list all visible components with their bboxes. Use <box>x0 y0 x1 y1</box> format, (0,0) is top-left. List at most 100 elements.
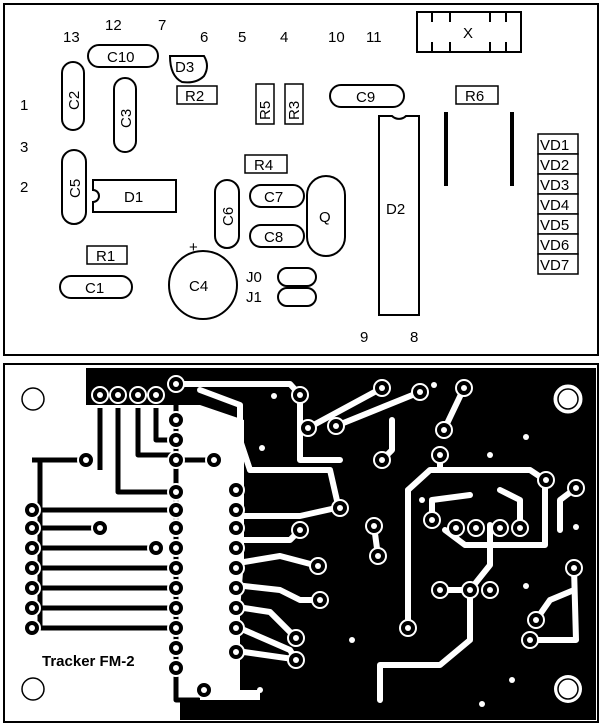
pad-drill-hole <box>497 525 503 531</box>
pad-drill-hole <box>437 452 443 458</box>
d3-outline <box>168 55 208 84</box>
r3-outline <box>284 83 304 125</box>
r6-label: R6 <box>465 88 484 105</box>
pad-drill-hole <box>173 645 179 651</box>
pin-label-2: 2 <box>20 179 28 196</box>
pad-drill-hole <box>233 649 239 655</box>
pad-drill-hole <box>29 585 35 591</box>
pad-drill-hole <box>173 585 179 591</box>
pad-drill-hole <box>173 545 179 551</box>
pin-label-13: 13 <box>63 29 80 46</box>
pad-drill-hole <box>461 385 467 391</box>
pad-drill-hole <box>233 507 239 513</box>
pad-drill-hole <box>29 545 35 551</box>
vd-label-2: VD2 <box>540 157 569 174</box>
c9-outline <box>329 84 405 108</box>
pad-drill-hole <box>233 625 239 631</box>
via-group <box>257 382 579 707</box>
pin-label-10: 10 <box>328 29 345 46</box>
r5-label: R5 <box>257 101 274 120</box>
pad-drill-hole <box>473 525 479 531</box>
pad-drill-hole <box>115 392 121 398</box>
r6-outline <box>455 85 499 105</box>
c1-outline <box>59 275 133 299</box>
pad-drill-hole <box>135 392 141 398</box>
pad-drill-hole <box>29 507 35 513</box>
ground-pour-bottom <box>180 700 380 720</box>
c8-outline <box>249 224 305 248</box>
c7-label: C7 <box>264 189 283 206</box>
d2-label: D2 <box>386 201 405 218</box>
pin-label-4: 4 <box>280 29 288 46</box>
pad-drill-hole <box>29 525 35 531</box>
c5-outline <box>61 149 87 225</box>
c8-label: C8 <box>264 229 283 246</box>
r4-outline <box>244 154 288 174</box>
pad-drill-hole <box>337 505 343 511</box>
pad-drill-hole <box>517 525 523 531</box>
r4-label: R4 <box>254 157 273 174</box>
board-title: Tracker FM-2 <box>42 653 135 670</box>
vd-label-7: VD7 <box>540 257 569 274</box>
pad-drill-hole <box>233 585 239 591</box>
pad-drill-hole <box>293 657 299 663</box>
pad-drill-hole <box>173 625 179 631</box>
pad-drill-hole <box>333 423 339 429</box>
pad-drill-hole <box>153 392 159 398</box>
pad-drill-hole <box>97 525 103 531</box>
r5-outline <box>255 83 275 125</box>
pad-drill-hole <box>533 617 539 623</box>
crystal-x <box>416 11 522 53</box>
pad-drill-hole <box>527 637 533 643</box>
pad-drill-hole <box>379 385 385 391</box>
j0-label: J0 <box>246 269 262 286</box>
pad-drill-hole <box>173 457 179 463</box>
pad-drill-hole <box>233 487 239 493</box>
j1-pad <box>277 287 317 307</box>
copper-layout-panel: Tracker FM-2 <box>3 363 599 723</box>
pad-drill-hole <box>487 587 493 593</box>
vd-box-7 <box>537 253 579 275</box>
pad-drill-hole <box>29 625 35 631</box>
pad-drill-hole <box>153 545 159 551</box>
pad-drill-hole <box>317 597 323 603</box>
pad-drill-hole <box>201 687 207 693</box>
r2-label: R2 <box>185 88 204 105</box>
pad-drill-hole <box>233 605 239 611</box>
pad-drill-hole <box>173 381 179 387</box>
c1-label: C1 <box>85 280 104 297</box>
pad-drill-hole <box>417 389 423 395</box>
component-layout-panel: 13 12 7 6 5 4 10 11 1 3 2 9 8 X C10 D3 C… <box>3 3 599 356</box>
vd-label-3: VD3 <box>540 177 569 194</box>
pin-label-3: 3 <box>20 139 28 156</box>
c3-outline <box>113 77 137 153</box>
pad-drill-hole <box>29 565 35 571</box>
pin-label-1: 1 <box>20 97 28 114</box>
r1-label: R1 <box>96 248 115 265</box>
pad-drill-hole <box>173 507 179 513</box>
pad-drill-hole <box>173 525 179 531</box>
pin-label-9: 9 <box>360 329 368 346</box>
c10-outline <box>87 44 159 68</box>
j1-label: J1 <box>246 289 262 306</box>
d1-outline <box>92 179 177 213</box>
pad-drill-hole <box>543 477 549 483</box>
pad-drill-hole <box>173 437 179 443</box>
pad-drill-hole <box>173 665 179 671</box>
pad-drill-hole <box>453 525 459 531</box>
c4-polarity-mark: + <box>189 239 198 256</box>
pad-drill-hole <box>441 427 447 433</box>
q-outline <box>306 175 346 257</box>
j0-pad <box>277 267 317 287</box>
c9-label: C9 <box>356 89 375 106</box>
pin-label-12: 12 <box>105 17 122 34</box>
pad-drill-hole <box>29 605 35 611</box>
pin-label-11: 11 <box>366 29 382 46</box>
pad-drill-hole <box>233 545 239 551</box>
pad-group <box>23 375 585 699</box>
pad-drill-hole <box>315 563 321 569</box>
d2-outline <box>378 115 420 316</box>
c6-outline <box>214 179 240 249</box>
pad-drill-hole <box>297 392 303 398</box>
